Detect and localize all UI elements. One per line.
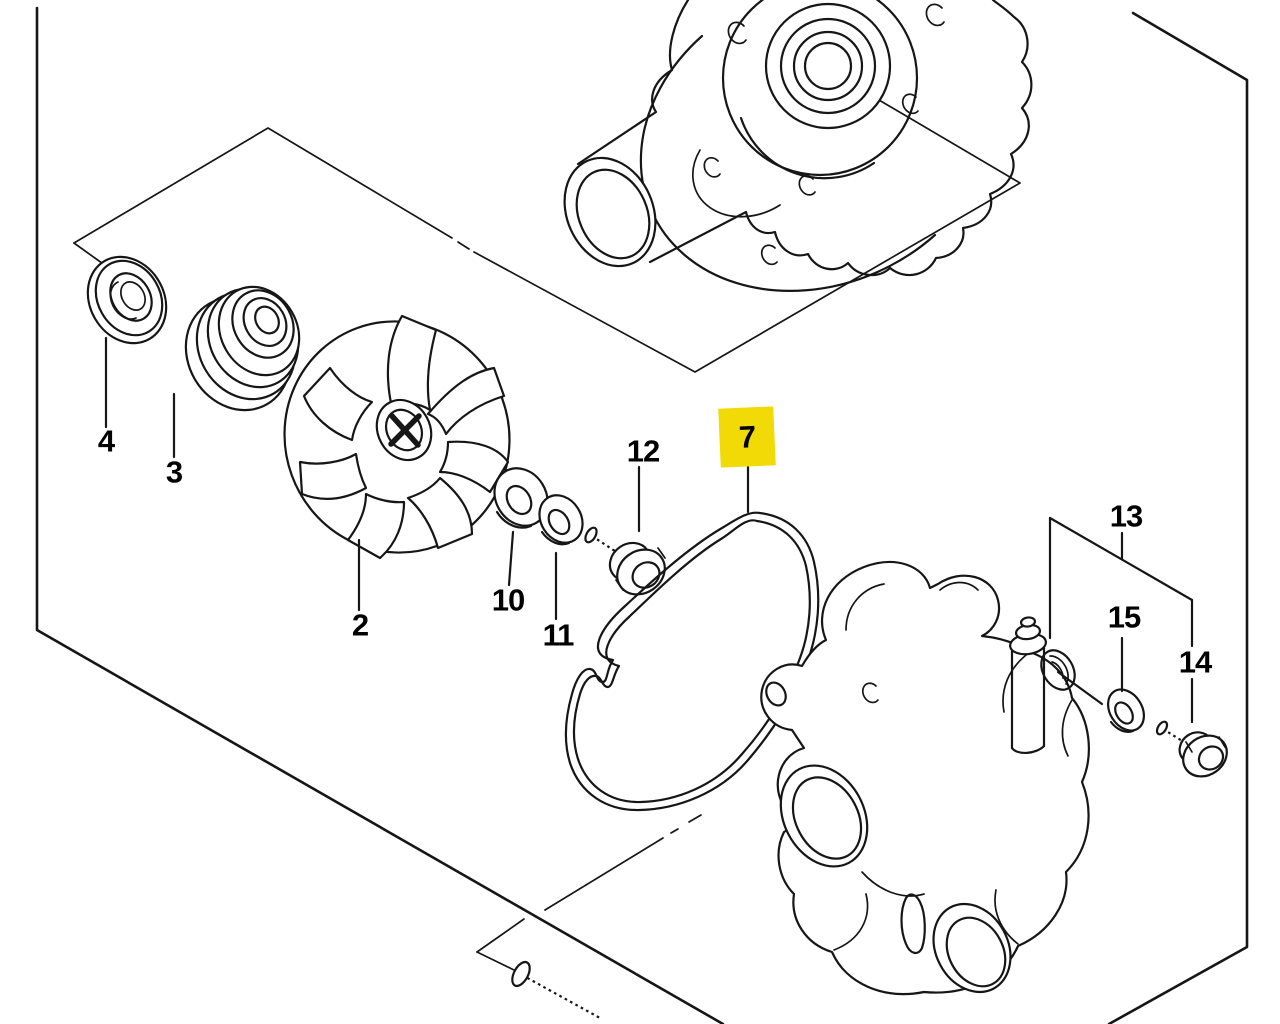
washer-15-drawing [1107,688,1145,734]
impeller-drawing [283,314,511,560]
part-callout-2[interactable]: 2 [351,607,369,643]
part-number-label-7: 7 [738,419,756,455]
reference-plane-lower [476,814,702,972]
oil-seal-drawing [86,255,168,345]
part-callout-13[interactable]: 13 [1109,498,1143,534]
stud-drawing [511,960,601,1019]
bolt-14-drawing [1155,720,1228,778]
part-callout-4[interactable]: 4 [97,423,115,459]
part-callout-10[interactable]: 10 [491,582,525,618]
reference-plane-upper [73,66,1021,373]
part-callout-15[interactable]: 15 [1107,599,1141,635]
pump-case-drawing [563,0,1033,292]
part-callout-7-highlight-box[interactable]: 7 [718,406,776,468]
pump-cover-drawing [760,560,1090,996]
border-frame [35,6,1249,1024]
washer-11-drawing [538,494,584,546]
part-callout-14[interactable]: 14 [1178,644,1212,680]
part-callout-12[interactable]: 12 [626,433,660,469]
gasket-drawing [564,511,820,812]
part-callout-11[interactable]: 11 [542,617,575,653]
mechanical-seal-drawing [184,285,301,412]
part-callout-3[interactable]: 3 [165,454,183,490]
leader-lines [104,336,1194,724]
bolt-12-drawing [584,526,666,596]
washer-10-drawing [493,467,549,529]
